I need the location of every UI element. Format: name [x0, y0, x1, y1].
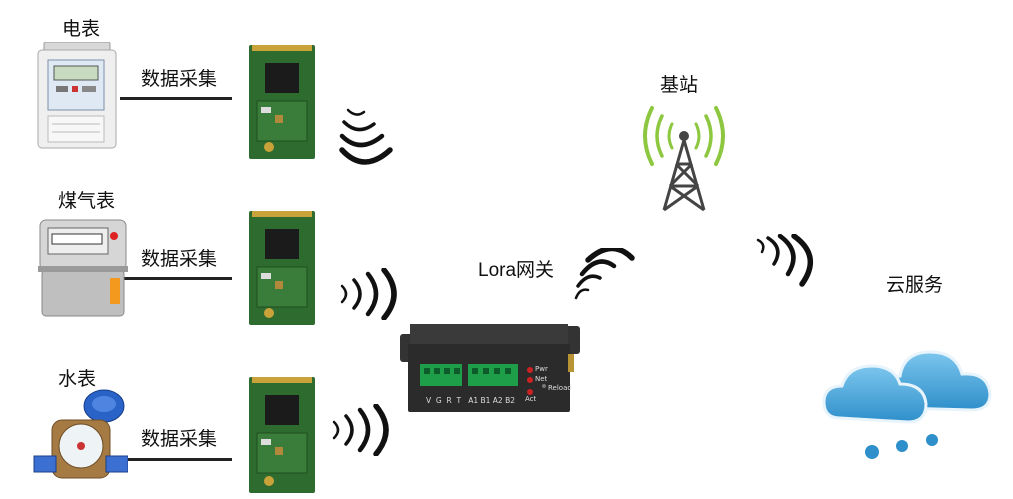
wireless-waves-icon-1 — [336, 104, 394, 172]
lora-module-icon-1 — [249, 45, 315, 159]
base-station-label: 基站 — [660, 74, 699, 96]
wireless-waves-icon-3 — [328, 404, 398, 456]
water-meter-label: 水表 — [58, 368, 97, 390]
gateway-reload: Reload — [548, 384, 572, 392]
gateway-label: Lora网关 — [478, 260, 555, 281]
wireless-waves-icon-5 — [752, 234, 820, 288]
cloud-service-label: 云服务 — [886, 274, 944, 296]
cloud-icon — [820, 318, 1010, 474]
wireless-waves-icon-2 — [336, 268, 406, 320]
lora-gateway-icon: V G R T A1 B1 A2 B2 Pwr Net Act Reload — [398, 320, 582, 414]
gas-meter-label: 煤气表 — [58, 190, 116, 212]
electric-meter-icon — [36, 42, 118, 150]
lora-module-icon-2 — [249, 211, 315, 325]
data-collect-label-3: 数据采集 — [141, 428, 218, 450]
gateway-led-act: Act — [525, 395, 537, 403]
wireless-waves-icon-4 — [570, 248, 636, 304]
water-meter-icon — [32, 388, 128, 492]
gas-meter-icon — [38, 214, 128, 318]
gateway-terminal-labels: V G R T A1 B1 A2 B2 — [426, 396, 515, 405]
lora-module-icon-3 — [249, 377, 315, 493]
gateway-led-net: Net — [535, 375, 548, 383]
wire-3 — [124, 458, 232, 461]
wire-2 — [124, 277, 232, 280]
data-collect-label-2: 数据采集 — [141, 248, 218, 270]
gateway-led-pwr: Pwr — [535, 365, 548, 373]
data-collect-label-1: 数据采集 — [141, 68, 218, 90]
wire-1 — [120, 97, 232, 100]
electric-meter-label: 电表 — [62, 18, 101, 40]
cell-tower-icon — [636, 104, 732, 214]
